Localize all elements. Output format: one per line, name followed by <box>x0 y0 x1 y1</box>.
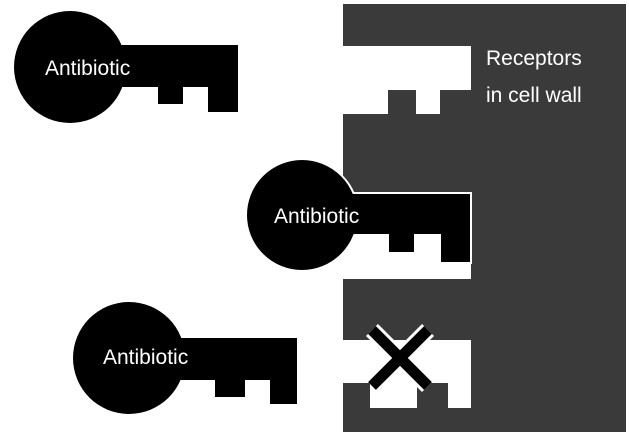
antibiotic-label: Antibiotic <box>45 57 130 80</box>
antibiotic-label: Antibiotic <box>103 346 188 369</box>
antibiotic-key-blocked: Antibiotic <box>73 302 297 414</box>
receptor-label: Receptors <box>486 47 582 70</box>
receptor-label: in cell wall <box>486 84 582 107</box>
antibiotic-key-approaching: Antibiotic <box>14 11 238 123</box>
receptor-tooth <box>388 90 416 114</box>
antibiotic-label: Antibiotic <box>274 205 359 228</box>
receptor-tooth <box>343 383 370 408</box>
receptor-tooth <box>440 90 471 114</box>
